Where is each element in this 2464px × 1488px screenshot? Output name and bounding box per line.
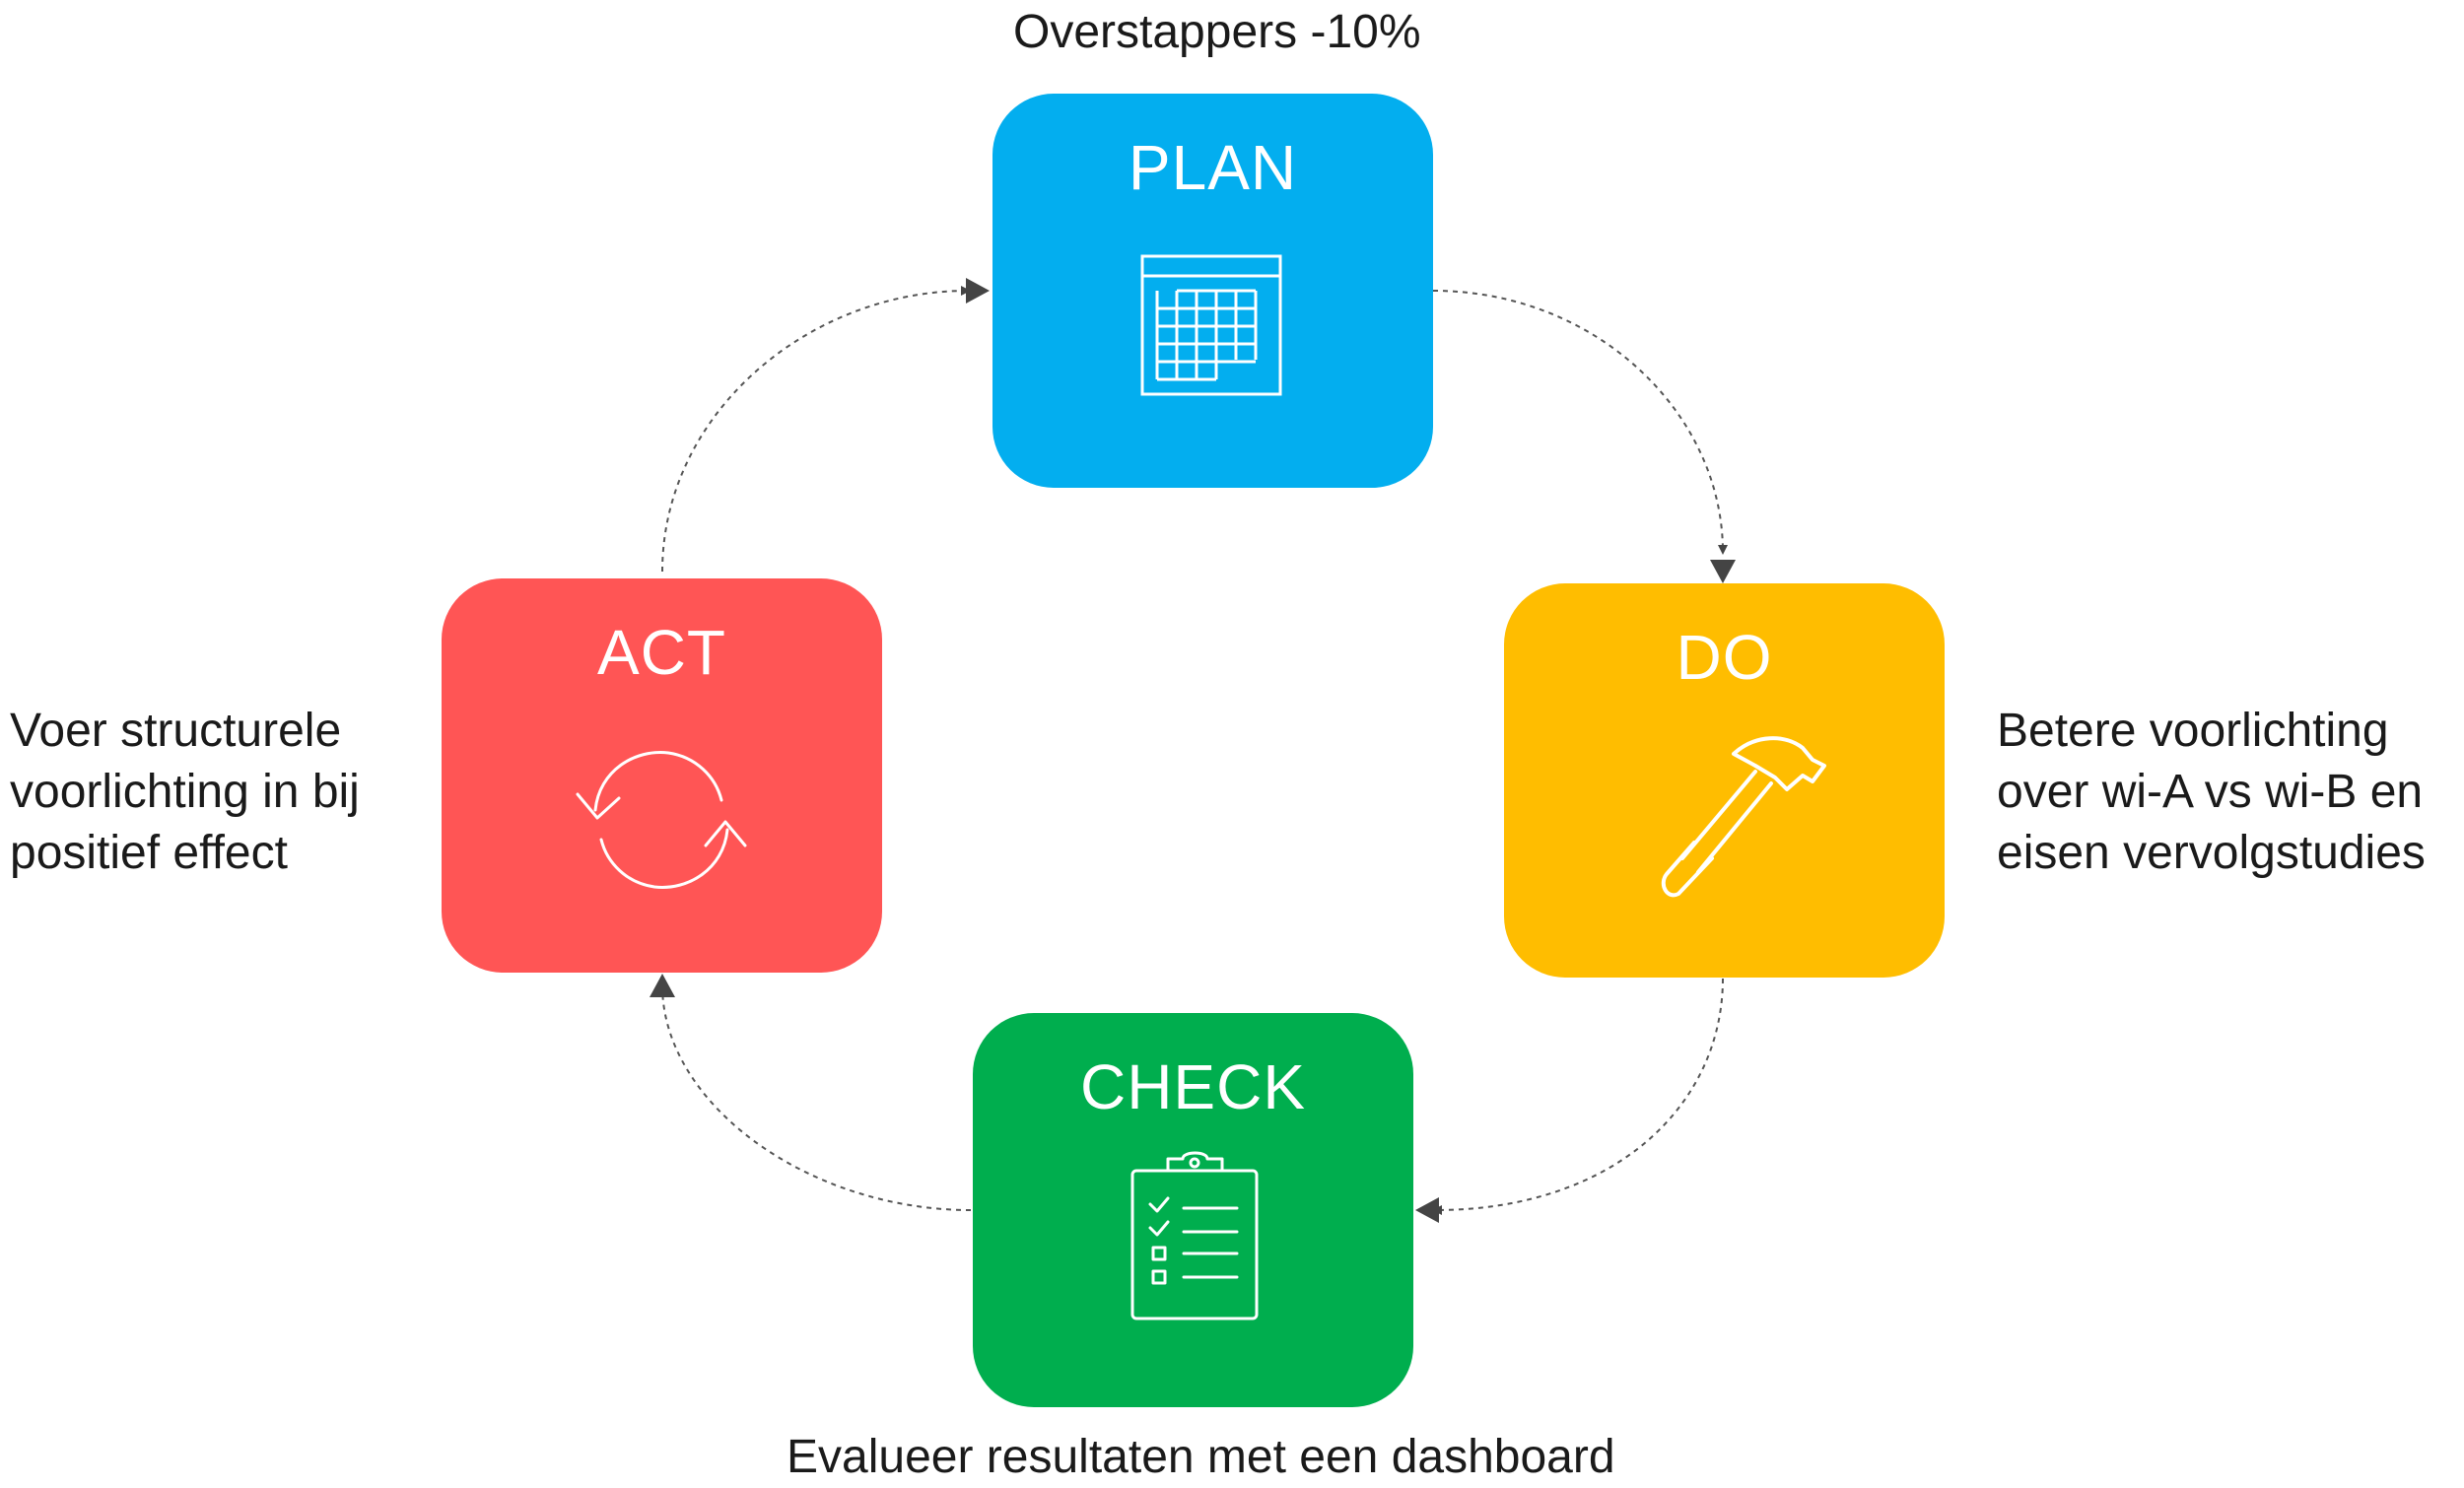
note-do: Betere voorlichting over wi-A vs wi-B en…	[1997, 705, 2426, 879]
arrowhead-plan	[966, 278, 990, 304]
act-title: ACT	[597, 617, 726, 688]
do-title: DO	[1676, 622, 1773, 693]
arrow-plan-to-do	[1432, 290, 1728, 555]
act-box: ACT	[442, 578, 882, 973]
do-box: DO	[1504, 583, 1945, 978]
arrowhead-do	[1710, 560, 1736, 583]
arrow-do-to-check	[1432, 978, 1724, 1215]
note-act: Voer structurele voorlichting in bij pos…	[10, 705, 360, 879]
refresh-cycle-icon	[558, 741, 765, 904]
note-check: Evalueer resultaten met een dashboard	[787, 1431, 1615, 1483]
check-box: CHECK	[973, 1013, 1413, 1407]
hammer-icon	[1637, 726, 1834, 913]
arrow-check-to-act	[657, 982, 972, 1211]
calendar-icon	[1137, 251, 1290, 404]
check-title: CHECK	[1079, 1051, 1307, 1122]
arrowhead-check	[1415, 1197, 1439, 1223]
arrow-act-to-plan	[661, 286, 971, 573]
plan-title: PLAN	[1128, 132, 1298, 203]
plan-box: PLAN	[992, 94, 1433, 488]
arrowhead-act	[650, 974, 675, 997]
note-plan: Overstappers -10%	[1013, 6, 1421, 58]
clipboard-checklist-icon	[1129, 1151, 1262, 1328]
